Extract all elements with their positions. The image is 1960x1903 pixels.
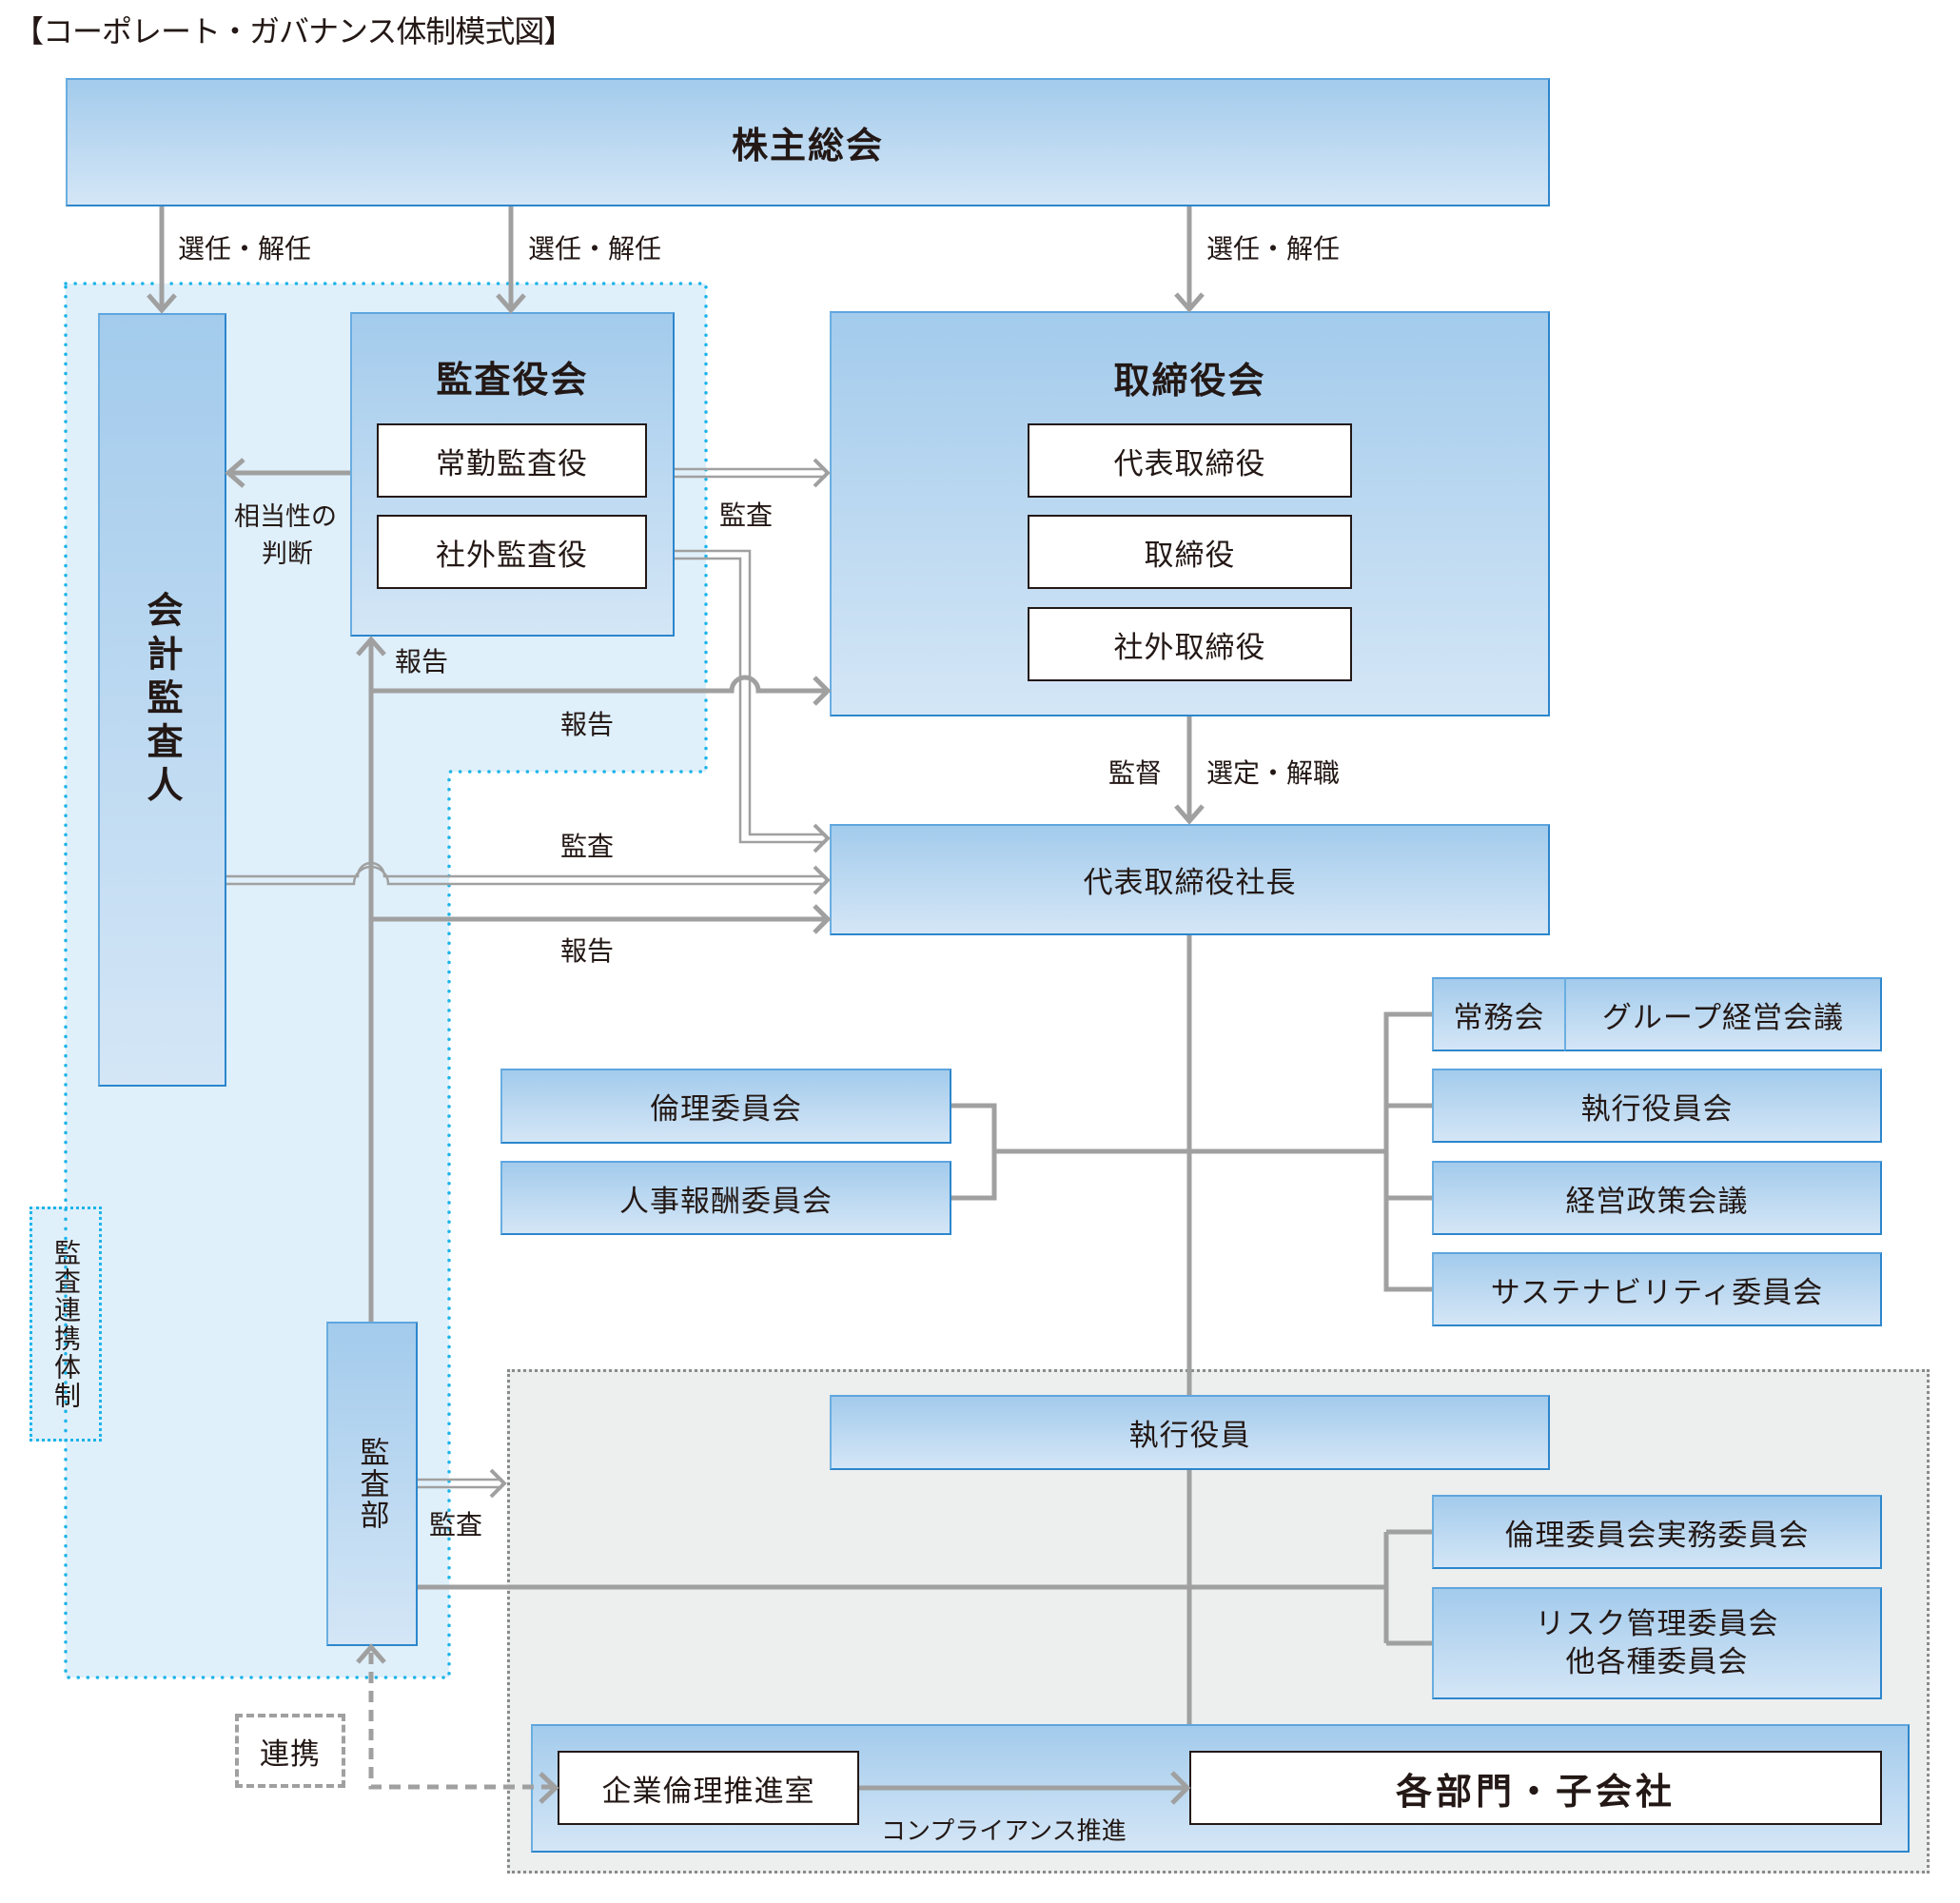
audit-board-title: 監査役会 xyxy=(436,359,589,401)
director-label: 取締役 xyxy=(1144,538,1236,573)
management-policy-meeting-label: 経営政策会議 xyxy=(1565,1184,1749,1219)
fulltime-auditor-box[interactable]: 常勤監査役 xyxy=(377,423,647,498)
adequacy-label-line1: 相当性の xyxy=(234,502,337,532)
managing-committee-box[interactable]: 常務会 xyxy=(1432,977,1566,1051)
ethics-office-label: 企業倫理推進室 xyxy=(601,1774,815,1809)
appoint-dismiss-label-1: 選任・解任 xyxy=(178,233,312,265)
audit-by-dept-label: 監査 xyxy=(429,1509,483,1540)
left-committee-bracket xyxy=(951,1103,1386,1201)
board-of-directors-title: 取締役会 xyxy=(1113,360,1266,402)
management-policy-meeting-box[interactable]: 経営政策会議 xyxy=(1432,1161,1882,1235)
divisions-subsidiaries-label: 各部門・子会社 xyxy=(1395,1770,1676,1813)
outside-director-box[interactable]: 社外取締役 xyxy=(1028,607,1352,681)
risk-management-committee-box[interactable]: リスク管理委員会 他各種委員会 xyxy=(1432,1587,1882,1699)
outside-director-label: 社外取締役 xyxy=(1113,630,1266,665)
ethics-working-committee-label: 倫理委員会実務委員会 xyxy=(1504,1518,1810,1553)
divisions-subsidiaries-box[interactable]: 各部門・子会社 xyxy=(1189,1751,1882,1825)
hr-compensation-committee-label: 人事報酬委員会 xyxy=(619,1184,833,1219)
appoint-dismiss-label-3: 選任・解任 xyxy=(1206,233,1341,265)
group-management-meeting-label: グループ経営会議 xyxy=(1601,1000,1845,1035)
appoint-arrow-board xyxy=(1174,206,1205,313)
ethics-office-box[interactable]: 企業倫理推進室 xyxy=(558,1751,859,1825)
audit-department-box[interactable]: 監査部 xyxy=(326,1322,418,1646)
diagram-title: 【コーポレート・ガバナンス体制模式図】 xyxy=(13,13,574,49)
audit-collaboration-system-box: 監査連携体制 xyxy=(29,1207,102,1442)
adequacy-label-line2: 判断 xyxy=(262,540,313,569)
report-to-board-label: 報告 xyxy=(560,709,615,740)
compliance-promotion-label: コンプライアンス推進 xyxy=(881,1817,1127,1846)
director-box[interactable]: 取締役 xyxy=(1028,515,1352,589)
hr-compensation-committee-box[interactable]: 人事報酬委員会 xyxy=(500,1161,951,1235)
collaboration-label: 連携 xyxy=(260,1736,321,1772)
report-to-president-label: 報告 xyxy=(560,935,615,967)
executive-officers-label: 執行役員 xyxy=(1128,1419,1251,1453)
executive-officers-committee-label: 執行役員会 xyxy=(1580,1091,1734,1127)
accounting-auditor-box[interactable]: 会計監査人 xyxy=(98,313,226,1087)
right-committee-bracket xyxy=(1383,1011,1432,1292)
outside-auditor-label: 社外監査役 xyxy=(436,538,588,573)
shareholders-meeting-box[interactable]: 株主総会 xyxy=(66,78,1550,206)
collaboration-box: 連携 xyxy=(235,1714,345,1788)
shareholders-meeting-label: 株主総会 xyxy=(731,125,884,167)
supervise-arrow xyxy=(1174,716,1205,825)
other-committees-label: 他各種委員会 xyxy=(1565,1645,1749,1679)
president-label: 代表取締役社長 xyxy=(1083,866,1297,900)
outside-auditor-box[interactable]: 社外監査役 xyxy=(377,515,647,589)
select-dismiss-label: 選定・解職 xyxy=(1206,757,1341,789)
supervise-label: 監督 xyxy=(1108,757,1163,789)
report-to-audit-board-label: 報告 xyxy=(395,646,449,677)
group-management-meeting-box[interactable]: グループ経営会議 xyxy=(1564,977,1882,1051)
ethics-working-committee-box[interactable]: 倫理委員会実務委員会 xyxy=(1432,1495,1882,1569)
executive-officers-box[interactable]: 執行役員 xyxy=(830,1395,1550,1470)
representative-director-label: 代表取締役 xyxy=(1113,446,1266,481)
representative-director-box[interactable]: 代表取締役 xyxy=(1028,423,1352,498)
president-box[interactable]: 代表取締役社長 xyxy=(830,824,1550,935)
audit-collaboration-system-label: 監査連携体制 xyxy=(50,1238,82,1410)
sustainability-committee-box[interactable]: サステナビリティ委員会 xyxy=(1432,1252,1882,1326)
audit-to-board-label: 監査 xyxy=(719,500,774,531)
sustainability-committee-label: サステナビリティ委員会 xyxy=(1490,1275,1824,1310)
appoint-dismiss-label-2: 選任・解任 xyxy=(528,233,662,265)
risk-management-committee-label: リスク管理委員会 xyxy=(1535,1606,1779,1641)
managing-committee-label: 常務会 xyxy=(1453,1000,1545,1035)
audit-by-accountant-label: 監査 xyxy=(560,831,615,862)
ethics-committee-box[interactable]: 倫理委員会 xyxy=(500,1069,951,1144)
accounting-auditor-label: 会計監査人 xyxy=(141,591,183,810)
ethics-committee-label: 倫理委員会 xyxy=(650,1092,802,1127)
executive-officers-committee-box[interactable]: 執行役員会 xyxy=(1432,1069,1882,1143)
fulltime-auditor-label: 常勤監査役 xyxy=(436,446,588,481)
audit-department-label: 監査部 xyxy=(354,1437,389,1531)
